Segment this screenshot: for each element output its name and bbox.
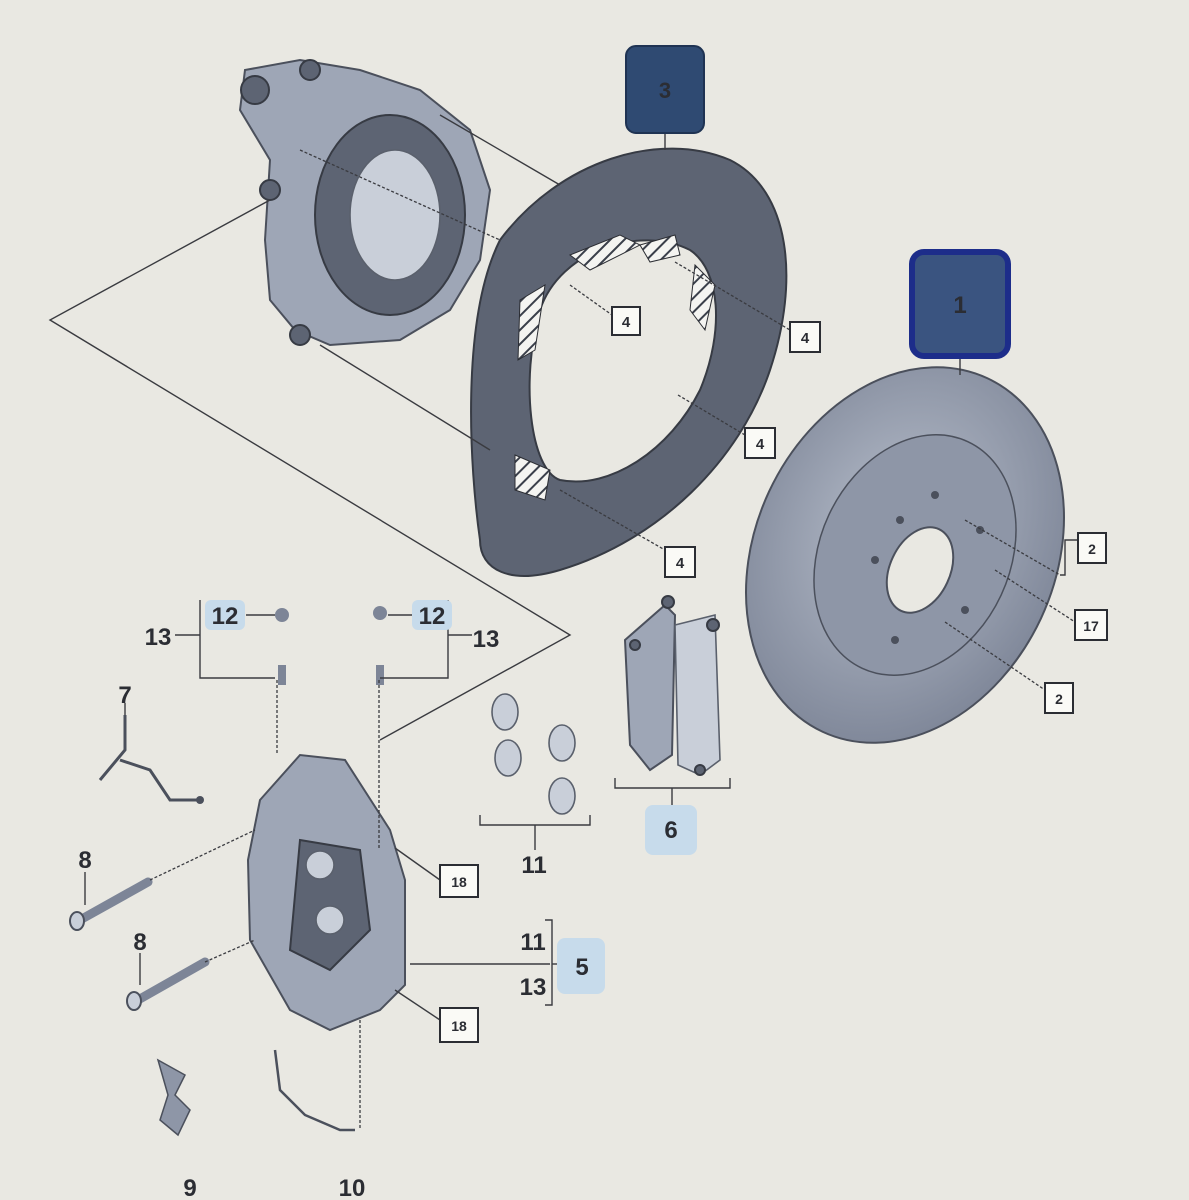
callout-5-label: 5 — [575, 954, 588, 981]
callout-4-a-label: 4 — [622, 314, 631, 331]
callout-11-b: 11 — [520, 929, 545, 956]
callout-17-label: 17 — [1083, 618, 1099, 634]
callout-5[interactable]: 5 — [557, 938, 605, 994]
callout-2-a-label: 2 — [1088, 541, 1096, 557]
callout-7: 7 — [118, 682, 131, 709]
brake-caliper — [246, 753, 406, 1032]
callout-4-d-label: 4 — [676, 555, 685, 572]
callout-2-b[interactable]: 2 — [1044, 682, 1074, 714]
piston-seals — [491, 693, 576, 815]
callout-4-b[interactable]: 4 — [789, 321, 821, 353]
callout-18-a[interactable]: 18 — [439, 864, 479, 898]
callout-10: 10 — [339, 1175, 366, 1200]
callout-4-c-label: 4 — [756, 436, 765, 453]
callout-3[interactable]: 3 — [625, 45, 705, 134]
callout-1[interactable]: 1 — [909, 249, 1011, 359]
wear-sensor-cable — [98, 715, 204, 804]
brake-pads — [623, 595, 721, 776]
callout-4-a[interactable]: 4 — [611, 306, 641, 336]
brake-line — [273, 1049, 355, 1132]
callout-2-a[interactable]: 2 — [1077, 532, 1107, 564]
callout-12-b-label: 12 — [419, 603, 446, 630]
callout-4-d[interactable]: 4 — [664, 546, 696, 578]
callout-18-a-label: 18 — [451, 874, 467, 890]
brake-dust-shield — [470, 147, 788, 577]
callout-8-a: 8 — [78, 847, 91, 874]
callout-4-b-label: 4 — [801, 330, 810, 347]
callout-17[interactable]: 17 — [1074, 609, 1108, 641]
callout-12-b[interactable]: 12 — [412, 600, 452, 630]
callout-18-b[interactable]: 18 — [439, 1007, 479, 1043]
callout-12-a[interactable]: 12 — [205, 600, 245, 630]
callout-6-label: 6 — [664, 817, 677, 844]
retaining-clip — [156, 1058, 191, 1137]
bleeder-screws — [275, 606, 387, 685]
caliper-bolts — [69, 877, 210, 1011]
callout-4-c[interactable]: 4 — [744, 427, 776, 459]
callout-11-a: 11 — [521, 852, 546, 879]
callout-13-a: 13 — [145, 624, 172, 651]
callout-9: 9 — [183, 1175, 196, 1200]
callout-12-a-label: 12 — [212, 603, 239, 630]
callout-1-label: 1 — [953, 292, 966, 319]
callout-3-label: 3 — [659, 78, 671, 103]
callout-13-c: 13 — [520, 974, 547, 1001]
callout-18-b-label: 18 — [451, 1018, 467, 1034]
leader-lines — [48, 114, 1078, 1130]
wheel-hub-knuckle — [238, 58, 492, 347]
callout-8-b: 8 — [133, 929, 146, 956]
callout-2-b-label: 2 — [1055, 691, 1063, 707]
callout-13-b: 13 — [473, 626, 500, 653]
callout-6[interactable]: 6 — [645, 805, 697, 855]
